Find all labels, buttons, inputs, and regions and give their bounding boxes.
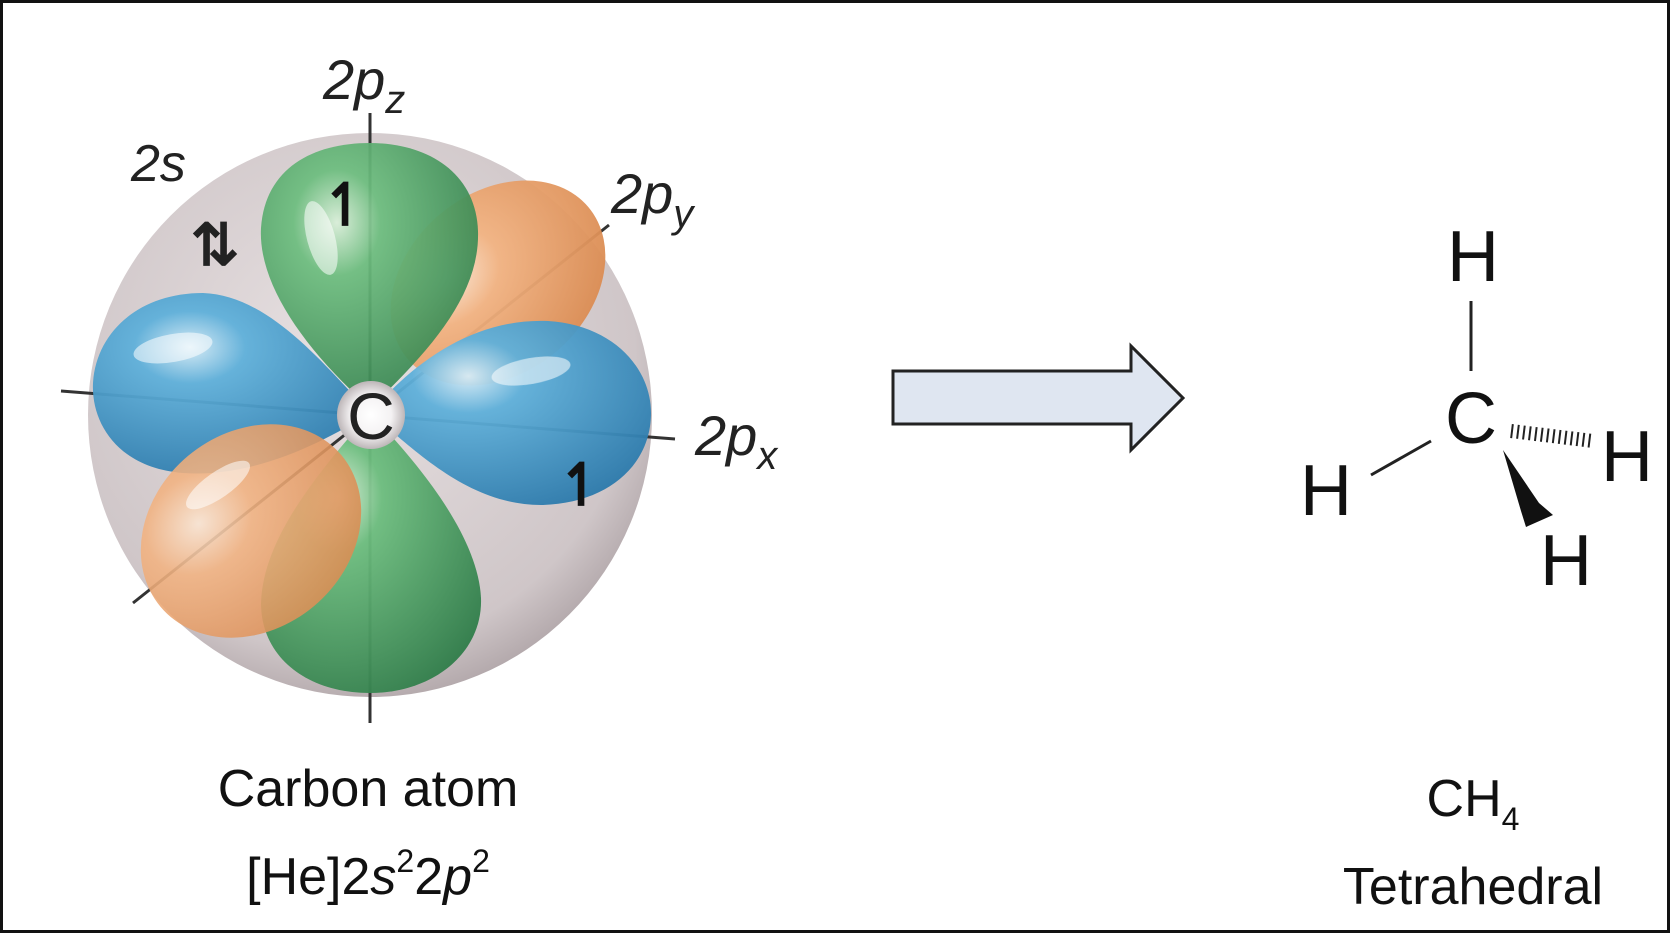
- methane-h-left: H: [1300, 451, 1352, 531]
- bond-c-h-wedge: [1503, 450, 1553, 527]
- electron-configuration: [He]2s22p2: [246, 843, 490, 906]
- methane-h-bottom: H: [1540, 521, 1592, 601]
- label-2py: 2py: [610, 162, 696, 236]
- hybridization-diagram: C ⇅ ↿ ↿ 2pz 2s 2py 2px C H H H H: [60, 48, 1653, 723]
- bond-c-h-hashed: [1510, 424, 1594, 448]
- label-2s: 2s: [130, 135, 186, 193]
- nucleus-symbol: C: [347, 379, 395, 453]
- lobe-highlights: [133, 201, 571, 510]
- methane-structure: C H H H H: [1300, 217, 1653, 601]
- s-electron-pair-arrows: ⇅: [191, 213, 240, 278]
- methane-formula: CH4: [1426, 770, 1520, 837]
- transformation-arrow: [891, 342, 1186, 454]
- label-2px: 2px: [694, 404, 779, 478]
- methane-carbon: C: [1445, 379, 1497, 459]
- bond-c-h-left: [1370, 439, 1432, 477]
- p-y-lobe-front: [140, 424, 362, 638]
- methane-h-right: H: [1601, 417, 1653, 497]
- carbon-caption: Carbon atom [He]2s22p2: [183, 763, 553, 933]
- p-z-electron-arrow: ↿: [321, 173, 370, 238]
- p-x-electron-arrow: ↿: [557, 453, 606, 518]
- label-2pz: 2pz: [322, 48, 405, 122]
- methane-caption: CH4 Tetrahedral: [1283, 773, 1663, 939]
- methane-shape: Tetrahedral: [1342, 858, 1604, 916]
- p-x-lobe-right: [370, 320, 651, 506]
- carbon-caption-title: Carbon atom: [217, 760, 519, 818]
- methane-h-top: H: [1447, 217, 1499, 297]
- nucleus: [337, 381, 405, 449]
